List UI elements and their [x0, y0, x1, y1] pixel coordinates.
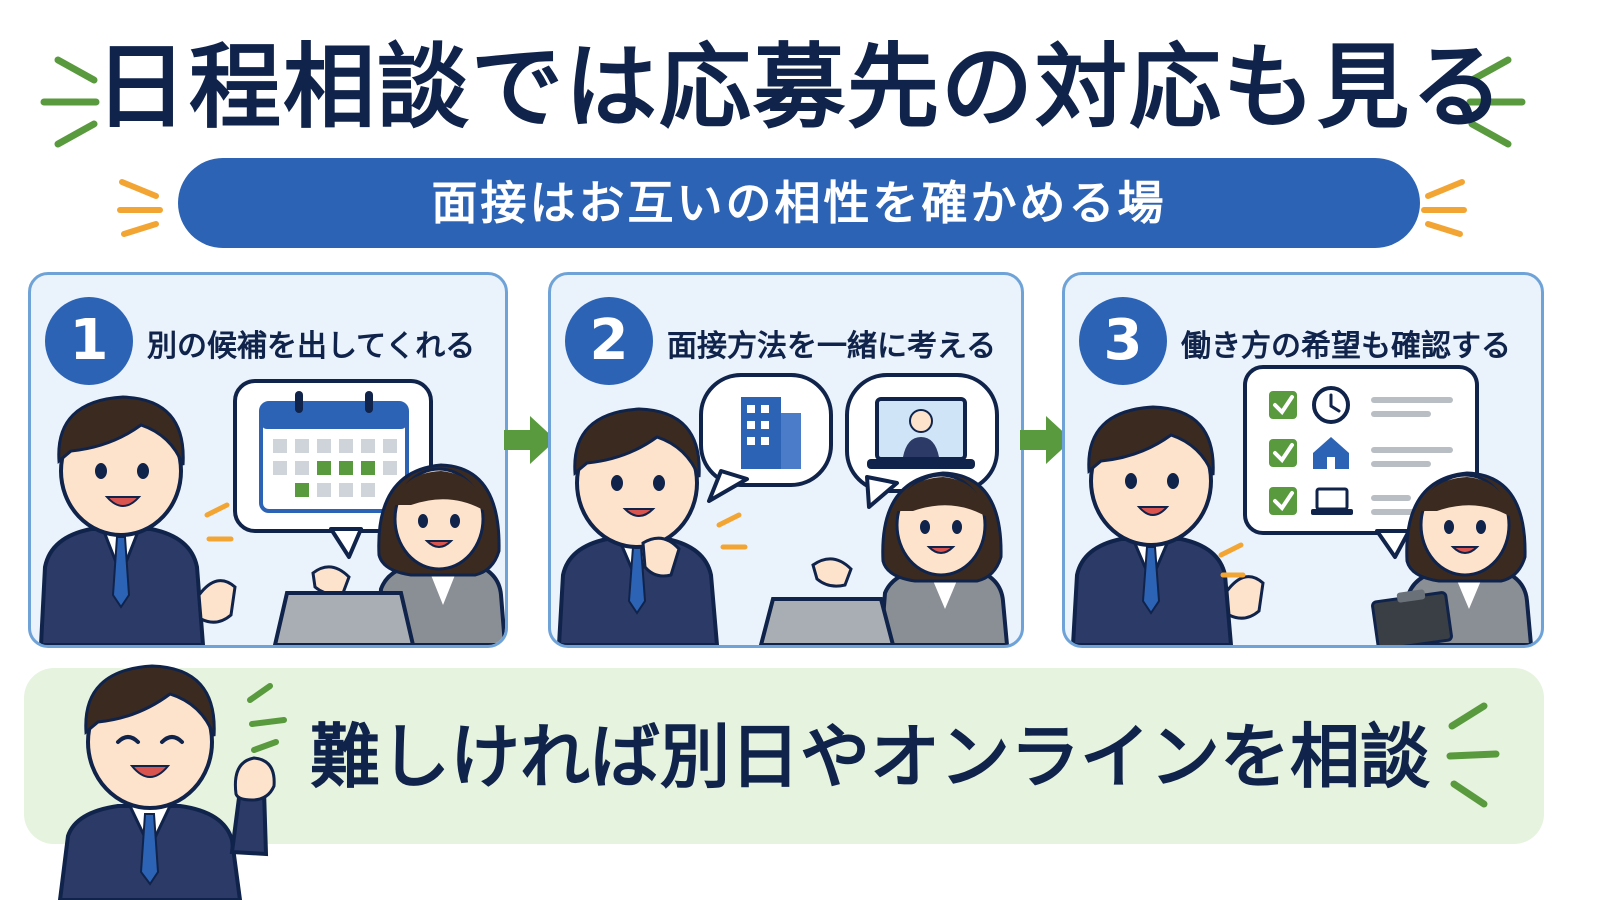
bottom-banner [24, 668, 1544, 844]
video-call-icon [845, 373, 999, 509]
title-sparkle-left [40, 56, 100, 148]
woman-recruiter [1371, 471, 1534, 645]
step-label: 別の候補を出してくれる [147, 329, 476, 364]
step-number-badge: 3 [1079, 297, 1167, 385]
step-1-illustration [38, 379, 505, 645]
bottom-sparkle-right [1446, 702, 1500, 808]
bottom-sparkle-left [247, 683, 287, 753]
home-icon [1313, 437, 1349, 469]
man-interviewer [556, 407, 720, 645]
step-3-illustration [1070, 365, 1534, 645]
woman-recruiter [758, 471, 1010, 645]
bottom-message: 難しければ別日やオンラインを相談 [310, 716, 1430, 798]
step-card-2: 2 面接方法を一緒に考える [548, 272, 1024, 648]
page-title: 日程相談では応募先の対応も見る [94, 34, 1505, 141]
building-icon [699, 373, 833, 503]
step-label: 面接方法を一緒に考える [667, 329, 997, 364]
step-card-1: 1 別の候補を出してくれる [28, 272, 508, 648]
step-card-3: 3 働き方の希望も確認する [1062, 272, 1544, 648]
title-sparkle-right [1466, 56, 1526, 148]
woman-recruiter [272, 463, 505, 645]
step-label: 働き方の希望も確認する [1181, 329, 1511, 364]
clock-icon [1312, 386, 1350, 424]
man-interviewer [38, 395, 237, 645]
subtitle-banner: 面接はお互いの相性を確かめる場 [178, 158, 1420, 248]
step-number-badge: 2 [565, 297, 653, 385]
calendar-icon [233, 379, 433, 559]
subtitle-sparkle-right [1421, 179, 1467, 237]
step-2-illustration [556, 373, 1010, 645]
arrow-right-icon [1020, 416, 1072, 464]
clipboard-icon [1371, 589, 1453, 645]
laptop-icon [1311, 487, 1353, 515]
man-interviewer [1070, 405, 1265, 645]
checklist-icon [1243, 365, 1479, 559]
cheering-man-illustration [57, 664, 276, 900]
arrow-right-icon [504, 416, 556, 464]
step-number-badge: 1 [45, 297, 133, 385]
subtitle-sparkle-left [117, 179, 163, 237]
